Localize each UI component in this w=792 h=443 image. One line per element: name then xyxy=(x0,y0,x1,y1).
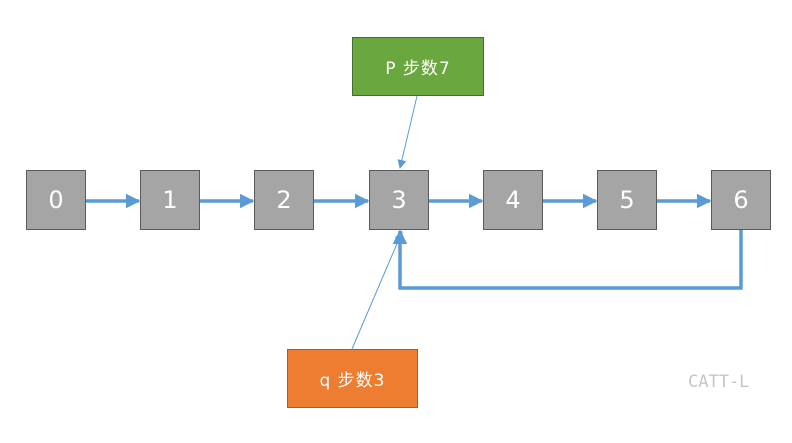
list-node-3: 3 xyxy=(369,170,429,230)
pointer-q-line xyxy=(351,231,403,350)
list-node-1: 1 xyxy=(140,170,200,230)
list-node-5: 5 xyxy=(597,170,657,230)
list-node-0: 0 xyxy=(26,170,86,230)
cycle-back-arrow xyxy=(392,229,743,290)
pointer-p-line xyxy=(397,95,418,169)
watermark: CATT-L xyxy=(688,372,750,392)
pointer-p-box: P 步数7 xyxy=(352,37,484,96)
list-node-4: 4 xyxy=(483,170,543,230)
pointer-q-label: q 步数3 xyxy=(319,371,386,391)
pointer-p-label: P 步数7 xyxy=(385,59,451,79)
pointer-q-box: q 步数3 xyxy=(287,349,418,408)
list-node-6: 6 xyxy=(711,170,771,230)
list-node-2: 2 xyxy=(254,170,314,230)
